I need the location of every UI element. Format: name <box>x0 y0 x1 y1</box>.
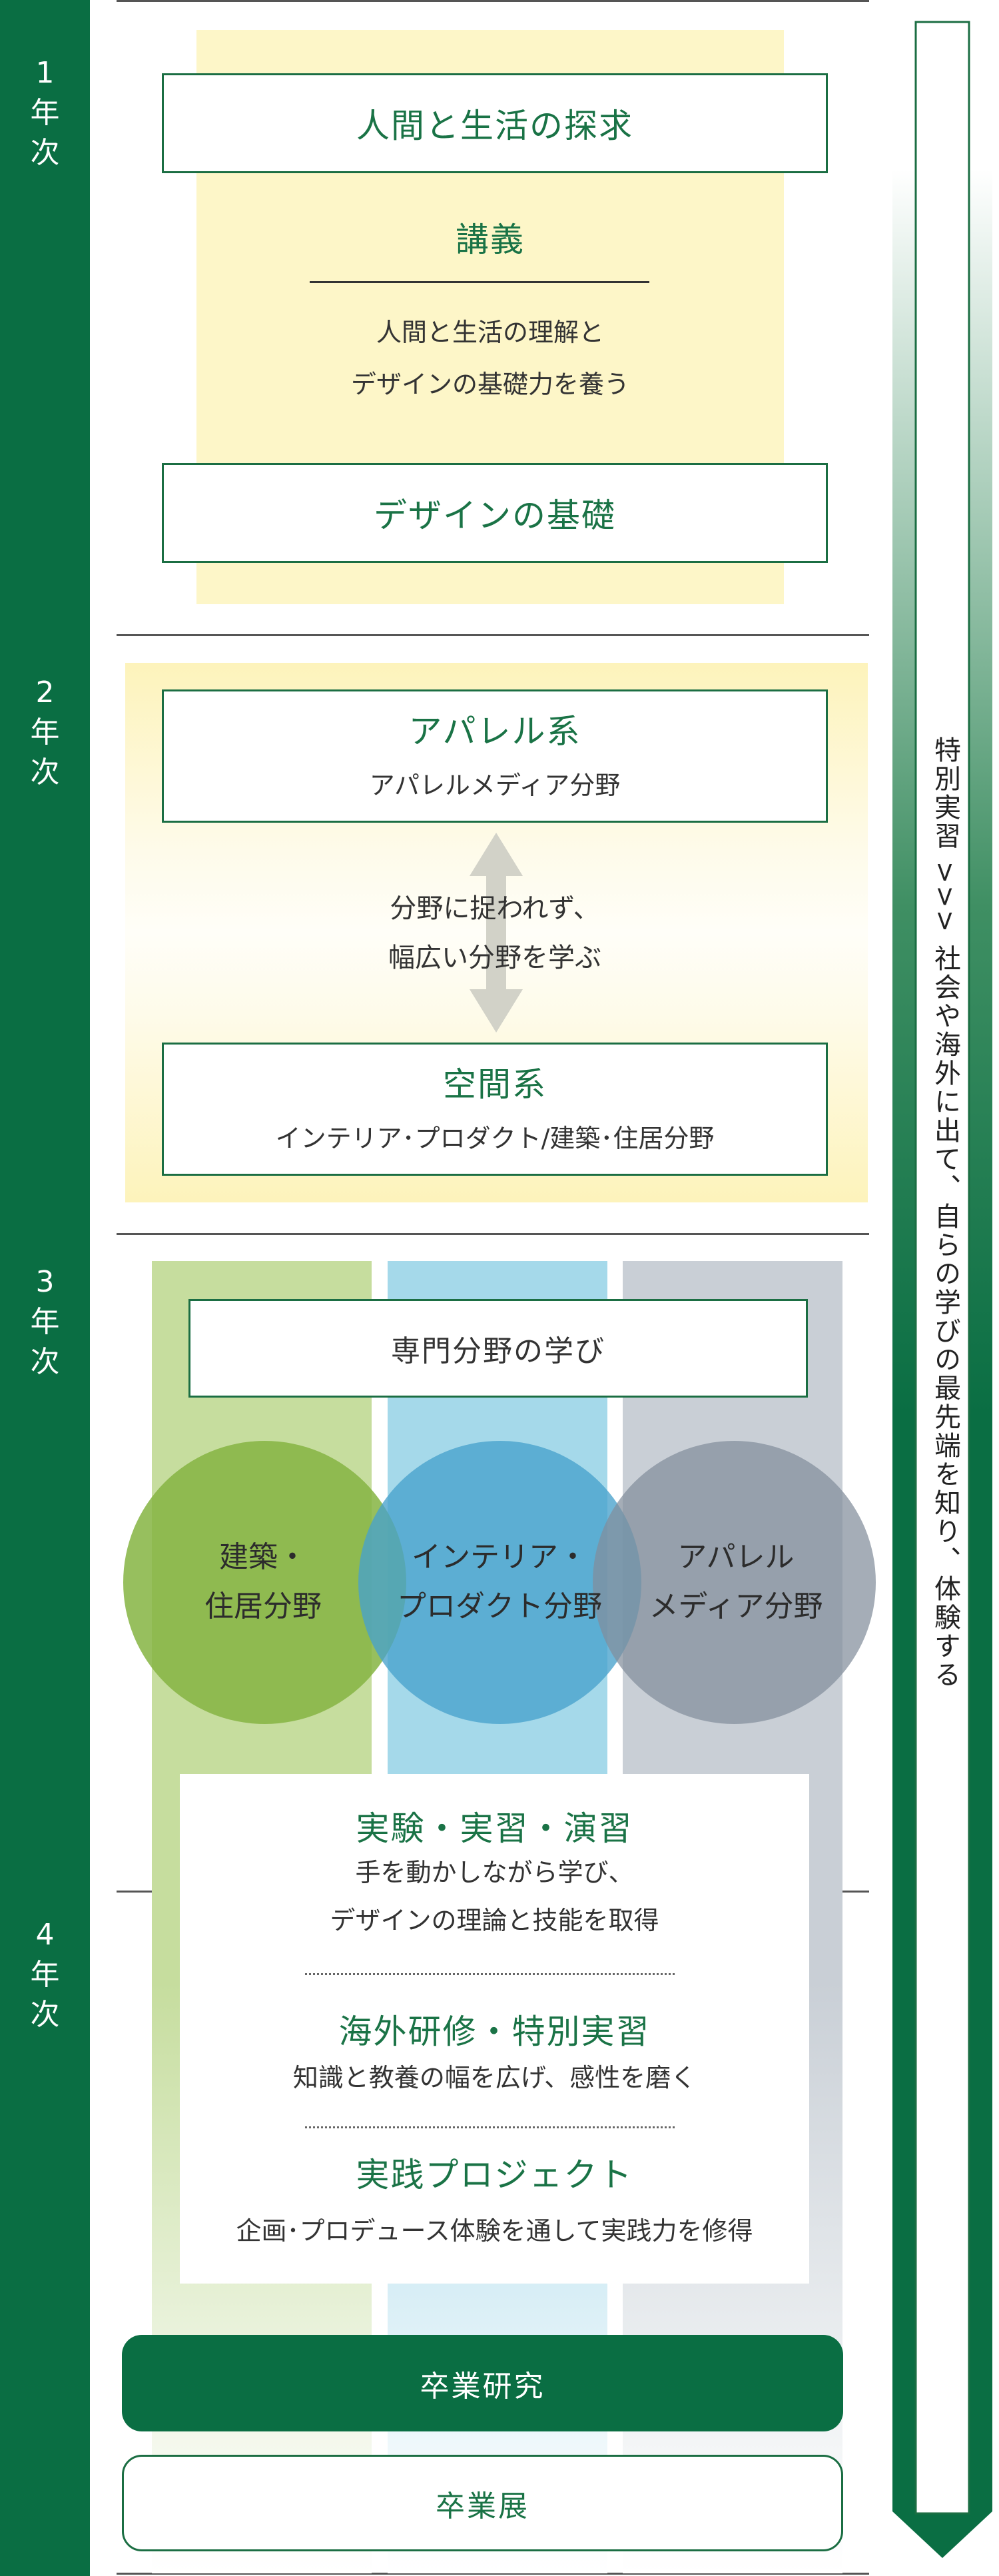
activity-description-2: 知識と教養の幅を広げ、感性を磨く <box>292 2063 697 2092</box>
year1-top-box: 人間と生活の探求 <box>162 73 828 173</box>
year2-middle-text: 分野に捉われず、 幅広い分野を学ぶ <box>388 893 601 973</box>
apparel-box: アパレル系 アパレルメディア分野 <box>162 689 828 823</box>
lecture-divider <box>310 281 649 283</box>
circle-interior-label: インテリア・プロダクト分野 <box>397 1540 602 1623</box>
activities-panel <box>180 1774 809 2284</box>
circle-architecture-label: 建築・住居分野 <box>204 1540 322 1623</box>
graduation-exhibition-banner: 卒業展 <box>122 2455 843 2551</box>
separator-year2 <box>117 634 869 636</box>
special-training-arrow <box>892 17 992 2558</box>
graduation-research-banner: 卒業研究 <box>122 2335 843 2431</box>
lecture-description: 人間と生活の理解と デザインの基礎力を養う <box>350 318 629 399</box>
separator-bottom <box>117 2573 869 2575</box>
year-sidebar <box>0 0 90 2576</box>
lecture-title: 講義 <box>456 220 525 259</box>
activity-divider-2 <box>305 2126 675 2128</box>
activity-divider-1 <box>305 1973 675 1975</box>
activity-title-2: 海外研修・特別実習 <box>338 2012 651 2051</box>
double-arrow-icon <box>470 833 523 1033</box>
year1-bottom-box: デザインの基礎 <box>162 463 828 563</box>
separator-year3 <box>117 1233 869 1235</box>
activity-title-3: 実践プロジェクト <box>356 2156 633 2194</box>
side-description: 特別実習 >>> 社会や海外に出て、自らの学びの最先端を知り、体験する <box>930 736 960 1689</box>
circle-apparel <box>593 1441 876 1724</box>
activity-description-1: 手を動かしながら学び、 デザインの理論と技能を取得 <box>330 1858 659 1935</box>
activity-description-3: 企画･プロデュース体験を通して実践力を修得 <box>236 2216 753 2246</box>
circle-apparel-label: アパレルメディア分野 <box>649 1540 823 1623</box>
space-box: 空間系 インテリア･プロダクト/建築･住居分野 <box>162 1043 828 1176</box>
activity-title-1: 実験・実習・演習 <box>356 1809 633 1848</box>
specialty-box: 専門分野の学び <box>188 1299 808 1398</box>
separator-top <box>117 0 869 2</box>
